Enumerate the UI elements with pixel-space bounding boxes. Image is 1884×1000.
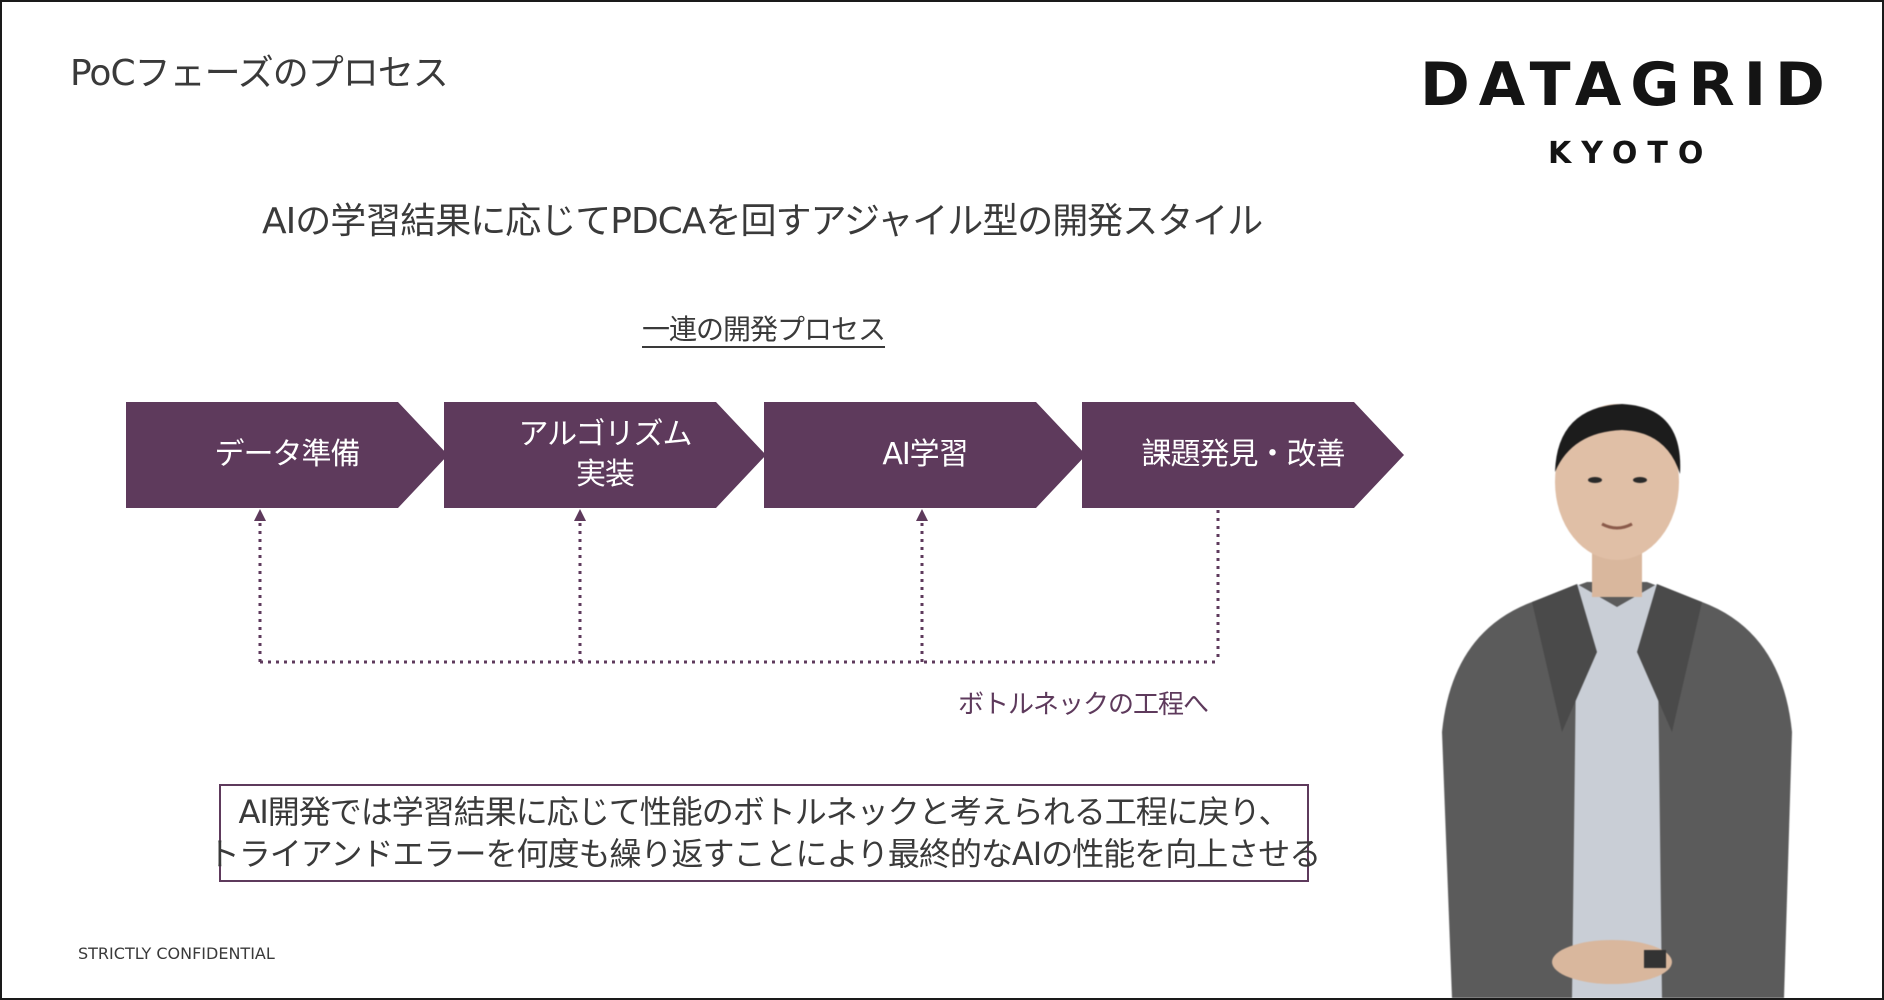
summary-line: トライアンドエラーを何度も繰り返すことにより最終的なAIの性能を向上させる — [207, 835, 1321, 873]
presenter-image — [1442, 404, 1792, 998]
process-step-issue-improve: 課題発見・改善 — [1082, 402, 1404, 508]
step-label-line: データ準備 — [214, 437, 361, 472]
step-label-line: 実装 — [576, 457, 635, 492]
feedback-label: ボトルネックの工程へ — [958, 690, 1209, 720]
brand-logo-name: DATAGRID — [1420, 50, 1834, 120]
process-step-data-prep: データ準備 — [126, 402, 448, 508]
confidential-footer: STRICTLY CONFIDENTIAL — [78, 944, 275, 963]
process-step-algorithm: アルゴリズム 実装 — [444, 402, 766, 508]
process-label: 一連の開発プロセス — [642, 313, 886, 346]
slide-subtitle: AIの学習結果に応じてPDCAを回すアジャイル型の開発スタイル — [262, 201, 1263, 242]
step-label-line: AI学習 — [882, 437, 968, 472]
step-label-line: 課題発見・改善 — [1141, 437, 1346, 472]
step-label-line: アルゴリズム — [518, 417, 692, 452]
process-step-ai-training: AI学習 — [764, 402, 1086, 508]
step-label: 課題発見・改善 — [1107, 435, 1379, 475]
arrowhead-step1 — [254, 509, 266, 521]
brand-logo-sub: KYOTO — [1548, 136, 1714, 171]
summary-box: AI開発では学習結果に応じて性能のボトルネックと考えられる工程に戻り、 トライア… — [208, 784, 1321, 882]
summary-line: AI開発では学習結果に応じて性能のボトルネックと考えられる工程に戻り、 — [238, 793, 1290, 831]
step-label: アルゴリズム 実装 — [469, 415, 741, 495]
arrowhead-step3 — [916, 509, 928, 521]
step-label: データ準備 — [151, 435, 423, 475]
arrowhead-step2 — [574, 509, 586, 521]
step-label: AI学習 — [789, 435, 1061, 475]
slide-title: PoCフェーズのプロセス — [70, 53, 449, 94]
